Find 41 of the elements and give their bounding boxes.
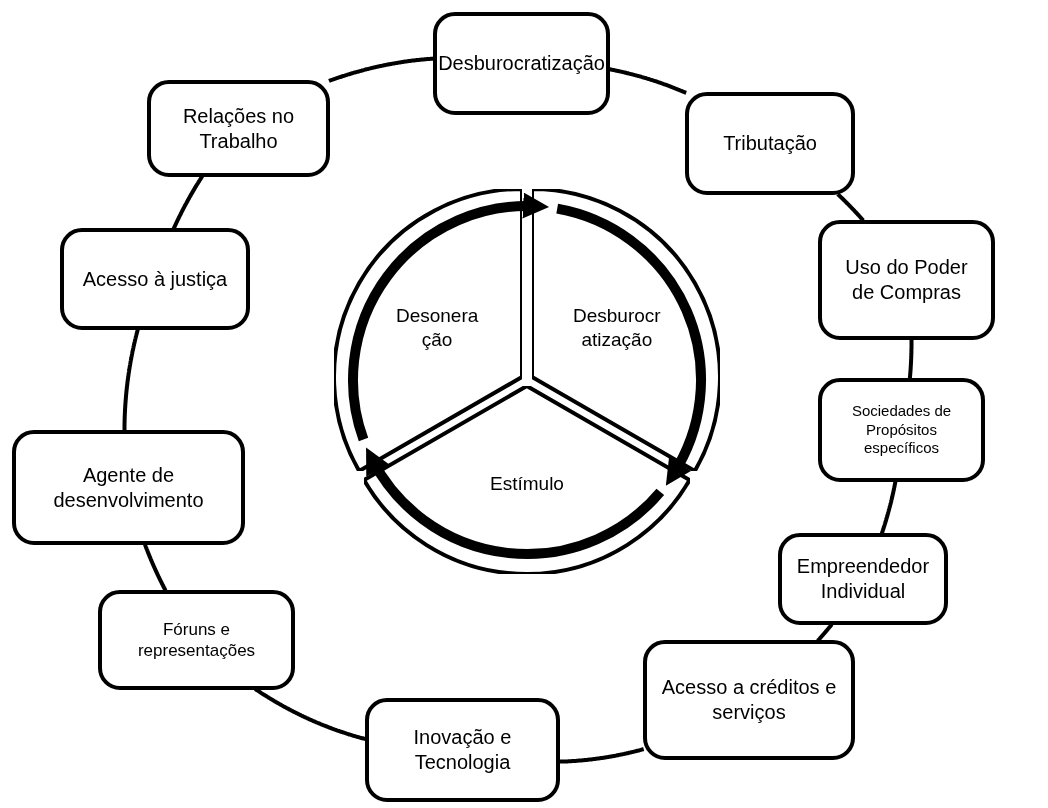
- box-label: Tributação: [723, 131, 817, 156]
- rounded-box: [365, 698, 560, 802]
- box-label: Uso do Poder de Compras: [844, 255, 969, 305]
- box-label: Acesso à justiça: [82, 266, 228, 292]
- ring-line: [816, 622, 834, 643]
- ring-line: [253, 687, 367, 742]
- box-label: Desburocratização: [438, 51, 605, 76]
- box-label: Fóruns e representações: [136, 618, 257, 662]
- box-label: Relações no Trabalho: [181, 103, 296, 154]
- rounded-box: [12, 430, 245, 545]
- rounded-box: [433, 12, 610, 115]
- curved-arrow: [348, 193, 550, 441]
- wheel-sector: [333, 189, 522, 471]
- box-label: Acesso a créditos e serviços: [660, 675, 838, 725]
- box-label: Sociedades de Propósitos específicos: [850, 401, 953, 459]
- box-label: Agente de desenvolvimento: [52, 462, 205, 513]
- ring-line: [558, 747, 645, 764]
- ring-line: [143, 542, 168, 593]
- sector-label: Desburocratização: [572, 304, 662, 352]
- rounded-box: [685, 92, 855, 195]
- rounded-box: [778, 533, 948, 625]
- ring-line: [122, 327, 140, 433]
- ring-line: [836, 192, 866, 223]
- rounded-box: [98, 590, 295, 690]
- ring-line: [171, 174, 204, 231]
- rounded-box: [643, 640, 855, 760]
- ring-line: [327, 56, 435, 83]
- sector-label: Estímulo: [489, 471, 565, 496]
- curved-arrow: [556, 203, 706, 487]
- rounded-box: [818, 378, 985, 482]
- curved-arrow: [365, 447, 664, 559]
- wheel-sector: [532, 189, 721, 471]
- ring-line: [907, 337, 914, 381]
- wheel-sector: [364, 386, 690, 574]
- ring-line: [879, 479, 898, 536]
- box-label: Inovação e Tecnologia: [412, 725, 513, 775]
- box-label: Empreendedor Individual: [795, 554, 931, 604]
- rounded-box: [147, 80, 330, 177]
- sector-label: Desoneração: [394, 304, 480, 352]
- rounded-box: [818, 220, 995, 340]
- rounded-box: [60, 228, 250, 330]
